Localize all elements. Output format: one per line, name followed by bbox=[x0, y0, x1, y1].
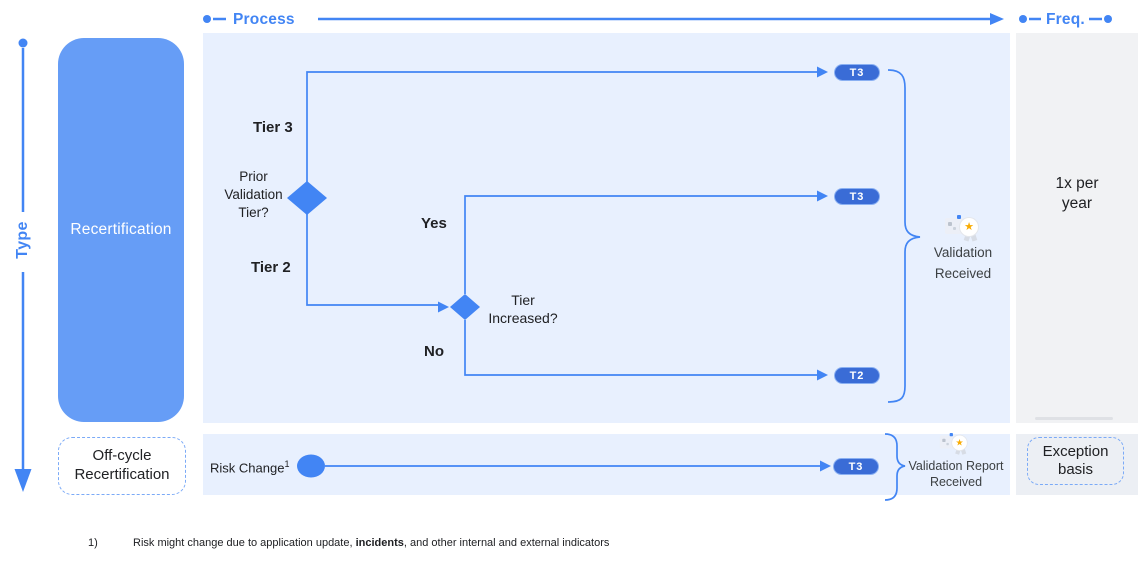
certificate-seal: ★ bbox=[952, 435, 967, 451]
freq-lane-recertification bbox=[1016, 33, 1138, 423]
process-axis-arrow-icon bbox=[990, 13, 1004, 25]
certificate-seal: ★ bbox=[960, 218, 978, 236]
risk-change-footnote-ref: 1 bbox=[284, 459, 290, 469]
offcycle-type-box: Off-cycle Recertification bbox=[58, 437, 186, 495]
arrow-to-pill-t3-top-icon bbox=[817, 66, 828, 78]
certificate-star-icon: ★ bbox=[939, 433, 970, 456]
validation-received-label: Validation Received bbox=[933, 245, 993, 281]
freq-axis-end-dot bbox=[1104, 15, 1112, 23]
process-axis bbox=[203, 13, 1004, 25]
validation-report-received-label: Validation Report Received bbox=[908, 459, 1004, 489]
pill-t3-mid: T3 bbox=[834, 188, 880, 205]
prior-validation-tier-label: Prior Validation Tier? bbox=[224, 169, 283, 221]
tier2-branch-label: Tier 2 bbox=[251, 259, 291, 276]
certificate-dot bbox=[949, 433, 953, 437]
footnote-text: Risk might change due to application upd… bbox=[133, 537, 609, 549]
decision-diamond-tier-increased bbox=[450, 294, 480, 320]
type-axis-label: Type bbox=[14, 221, 31, 259]
flow-line-tier3-branch bbox=[306, 71, 818, 306]
risk-change-start-node bbox=[297, 454, 325, 478]
pill-t3-top: T3 bbox=[834, 64, 880, 81]
brace-validation-report bbox=[884, 433, 906, 501]
footnote-text-after: , and other internal and external indica… bbox=[403, 537, 610, 549]
offcycle-flow-lines bbox=[297, 433, 906, 501]
type-axis bbox=[14, 38, 32, 492]
risk-change-text: Risk Change bbox=[210, 460, 285, 476]
decision-diamond-prior-tier bbox=[287, 181, 327, 215]
flow-line-no-branch bbox=[464, 320, 818, 376]
certificate-star-icon: ★ bbox=[944, 215, 982, 243]
arrow-to-decision2-icon bbox=[438, 301, 449, 313]
certificate-dot bbox=[957, 215, 961, 219]
star-glyph: ★ bbox=[955, 437, 964, 448]
process-lane-recertification bbox=[203, 33, 1010, 423]
footnote-text-bold: incidents bbox=[355, 537, 404, 549]
certificate-dot bbox=[953, 227, 956, 230]
process-axis-start-dot bbox=[203, 15, 211, 23]
footnote-text-before: Risk might change due to application upd… bbox=[133, 537, 356, 549]
tier-increased-label: Tier Increased? bbox=[488, 292, 558, 326]
brace-validation-received bbox=[887, 69, 921, 403]
star-glyph: ★ bbox=[964, 220, 974, 233]
process-axis-label: Process bbox=[233, 11, 295, 28]
flow-line-yes-branch bbox=[464, 195, 818, 294]
recertification-type-box: Recertification bbox=[58, 38, 184, 422]
arrow-to-pill-t3-mid-icon bbox=[817, 190, 828, 202]
type-axis-arrow-icon bbox=[14, 469, 32, 492]
certificate-dot bbox=[942, 438, 946, 443]
yes-branch-label: Yes bbox=[421, 215, 447, 232]
no-branch-label: No bbox=[424, 343, 444, 360]
freq-axis-start-dot bbox=[1019, 15, 1027, 23]
recert-frequency-label: 1x per year bbox=[1055, 175, 1099, 213]
pill-t2: T2 bbox=[834, 367, 880, 384]
freq-axis bbox=[1019, 15, 1112, 23]
certificate-dot bbox=[946, 442, 949, 446]
offcycle-frequency-box: Exception basis bbox=[1027, 437, 1124, 485]
pill-t3-offcycle: T3 bbox=[833, 458, 879, 475]
recert-flow-lines bbox=[287, 66, 921, 403]
risk-change-label: Risk Change1 bbox=[210, 459, 289, 475]
freq-axis-label: Freq. bbox=[1046, 11, 1085, 28]
freq-panel-divider bbox=[1035, 417, 1113, 420]
type-axis-start-dot bbox=[18, 38, 28, 48]
arrow-to-pill-t3-bottom-icon bbox=[820, 460, 831, 472]
certificate-dot bbox=[948, 222, 952, 226]
tier3-branch-label: Tier 3 bbox=[253, 119, 293, 136]
arrow-to-pill-t2-icon bbox=[817, 369, 828, 381]
footnote-marker: 1) bbox=[88, 537, 98, 549]
